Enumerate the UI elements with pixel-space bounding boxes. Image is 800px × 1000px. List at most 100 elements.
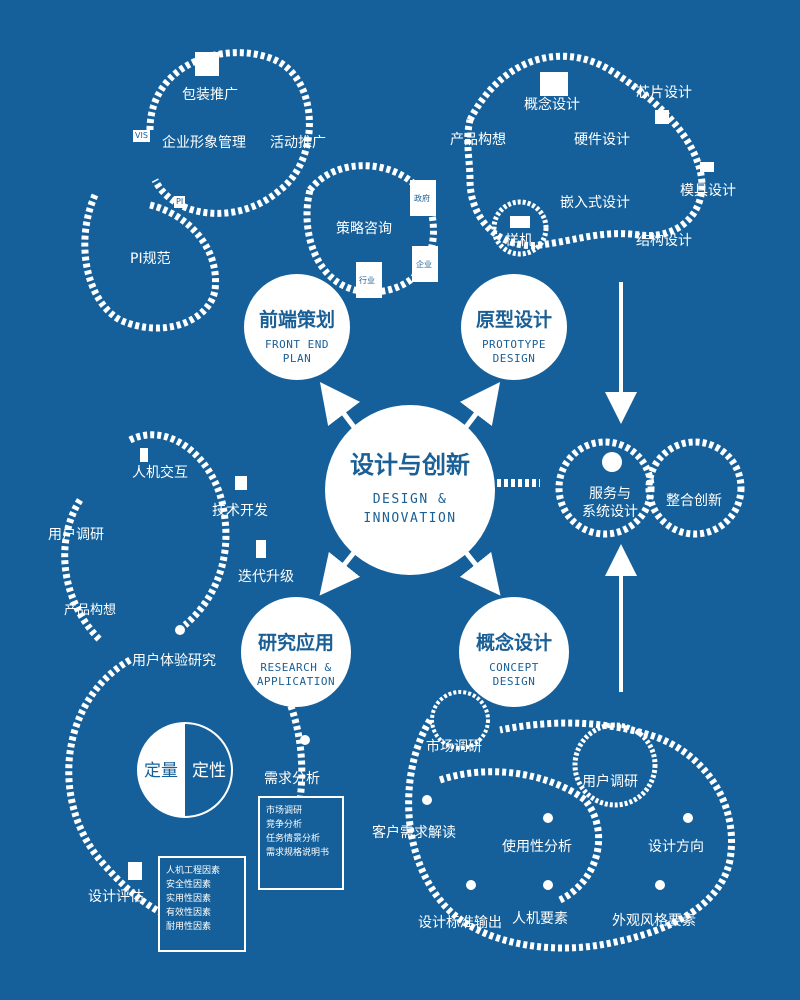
hub-concept-en-2: DESIGN	[492, 675, 536, 688]
market-label: 市场调研	[426, 739, 482, 755]
events-label: 活动推广	[270, 135, 326, 151]
service-line-2: 系统设计	[582, 504, 638, 520]
qual-quant-left: 定量	[144, 761, 178, 781]
person-icon-3	[422, 795, 432, 805]
hardware-label: 硬件设计	[574, 132, 630, 148]
market-node	[430, 690, 490, 750]
research-user-label: 用户调研	[48, 527, 104, 543]
needs-item-2: 竞争分析	[266, 820, 303, 830]
integrate-label: 整合创新	[666, 493, 722, 509]
enterprise-doc: 企业	[416, 260, 432, 269]
center-hub: 设计与创新 DESIGN & INNOVATION	[325, 445, 495, 528]
embedded-label: 嵌入式设计	[560, 195, 630, 211]
hub-proto-circle	[461, 274, 567, 380]
needs-item-1: 市场调研	[266, 806, 303, 816]
chip-label: 芯片设计	[636, 85, 692, 101]
chip-icon	[655, 110, 669, 124]
pi-badge: PI	[174, 196, 186, 208]
proto-concept-label: 概念设计	[524, 97, 580, 113]
person-icon-7	[543, 880, 553, 890]
hub-concept-en-1: CONCEPT	[489, 661, 539, 674]
hub-concept-title: 概念设计	[475, 632, 552, 654]
user-research-node	[572, 722, 658, 808]
box-icon	[195, 52, 219, 76]
packaging-label: 包装推广	[182, 87, 238, 103]
clipboard-icon	[128, 862, 142, 880]
needs-label: 需求分析	[264, 771, 320, 787]
service-label: 服务与 系统设计	[570, 485, 650, 521]
hub-front-en-1: FRONT END	[264, 338, 330, 351]
center-en-1: DESIGN &	[372, 492, 448, 507]
hub-concept: 概念设计 CONCEPT DESIGN	[459, 628, 569, 689]
bulb-icon	[602, 452, 622, 472]
hub-proto-en-1: PROTOTYPE	[481, 338, 547, 351]
iterate-label: 迭代升级	[238, 569, 294, 585]
client-label: 客户需求解读	[372, 825, 456, 841]
person-icon-2	[300, 735, 310, 745]
loop-research-left	[61, 498, 103, 643]
ergonomic-label: 人机要素	[512, 911, 568, 927]
appearance-label: 外观风格要素	[612, 913, 696, 929]
hub-proto: 原型设计 PROTOTYPE DESIGN	[461, 305, 567, 366]
ux-research-label: 用户体验研究	[132, 653, 216, 669]
hub-front-title: 前端策划	[258, 309, 335, 331]
qual-quant-right: 定性	[192, 761, 226, 781]
center-circle	[325, 405, 495, 575]
eval-item-2: 安全性因素	[166, 880, 212, 890]
vis-badge: VIS	[133, 130, 150, 142]
person-icon-1	[175, 625, 185, 635]
person-icon-5	[683, 813, 693, 823]
needs-item-3: 任务情景分析	[266, 834, 321, 844]
eval-item-3: 实用性因素	[166, 894, 212, 904]
sample-node	[491, 199, 549, 257]
hub-front-en-2: PLAN	[282, 352, 312, 365]
person-icon-8	[655, 880, 665, 890]
usability-label: 使用性分析	[502, 839, 572, 855]
hub-research-circle	[241, 597, 351, 707]
research-product-idea-label: 产品构想	[64, 603, 117, 618]
loop-brand	[146, 49, 313, 217]
corporate-label: 企业形象管理	[162, 135, 246, 151]
eval-item-1: 人机工程因素	[166, 866, 221, 876]
integrate-ring	[645, 438, 745, 538]
center-en-2: INNOVATION	[363, 511, 457, 526]
mold-label: 模具设计	[680, 183, 736, 199]
hub-proto-en-2: DESIGN	[492, 352, 536, 365]
concept-box-icon	[540, 72, 568, 96]
hub-research-en-1: RESEARCH &	[260, 661, 332, 674]
eval-note: 人机工程因素 安全性因素 实用性因素 有效性因素 耐用性因素	[158, 856, 246, 952]
loop-concept-inner	[438, 768, 603, 904]
industry-doc: 行业	[359, 276, 375, 285]
structure-label: 结构设计	[636, 233, 692, 249]
loop-research-top	[128, 431, 230, 628]
mobile-icon	[256, 540, 266, 558]
phone-icon	[140, 448, 148, 462]
sample-label: 样机	[505, 233, 533, 249]
needs-item-4: 需求规格说明书	[266, 848, 330, 858]
needs-note: 市场调研 竞争分析 任务情景分析 需求规格说明书	[258, 796, 344, 890]
loop-proto	[464, 52, 706, 250]
eval-item-5: 耐用性因素	[166, 922, 212, 932]
hub-front: 前端策划 FRONT END PLAN	[244, 305, 350, 366]
pi-label: PI规范	[130, 251, 171, 267]
hub-research-en-2: APPLICATION	[256, 675, 336, 688]
gov-doc: 政府	[414, 194, 430, 203]
service-ring	[555, 438, 655, 538]
laptop-icon	[510, 216, 530, 228]
hci-label: 人机交互	[132, 465, 188, 481]
person-icon-4	[543, 813, 553, 823]
hub-proto-title: 原型设计	[475, 309, 552, 331]
eval-item-4: 有效性因素	[166, 908, 212, 918]
lock-icon	[235, 476, 247, 490]
hub-front-circle	[244, 274, 350, 380]
tech-label: 技术开发	[212, 503, 268, 519]
monitor-icon	[700, 162, 714, 172]
service-line-1: 服务与	[589, 486, 631, 502]
design-eval-label: 设计评估	[88, 889, 144, 905]
loop-pi	[81, 193, 220, 332]
hub-concept-circle	[459, 597, 569, 707]
hub-research: 研究应用 RESEARCH & APPLICATION	[241, 628, 351, 689]
person-icon-6	[466, 880, 476, 890]
